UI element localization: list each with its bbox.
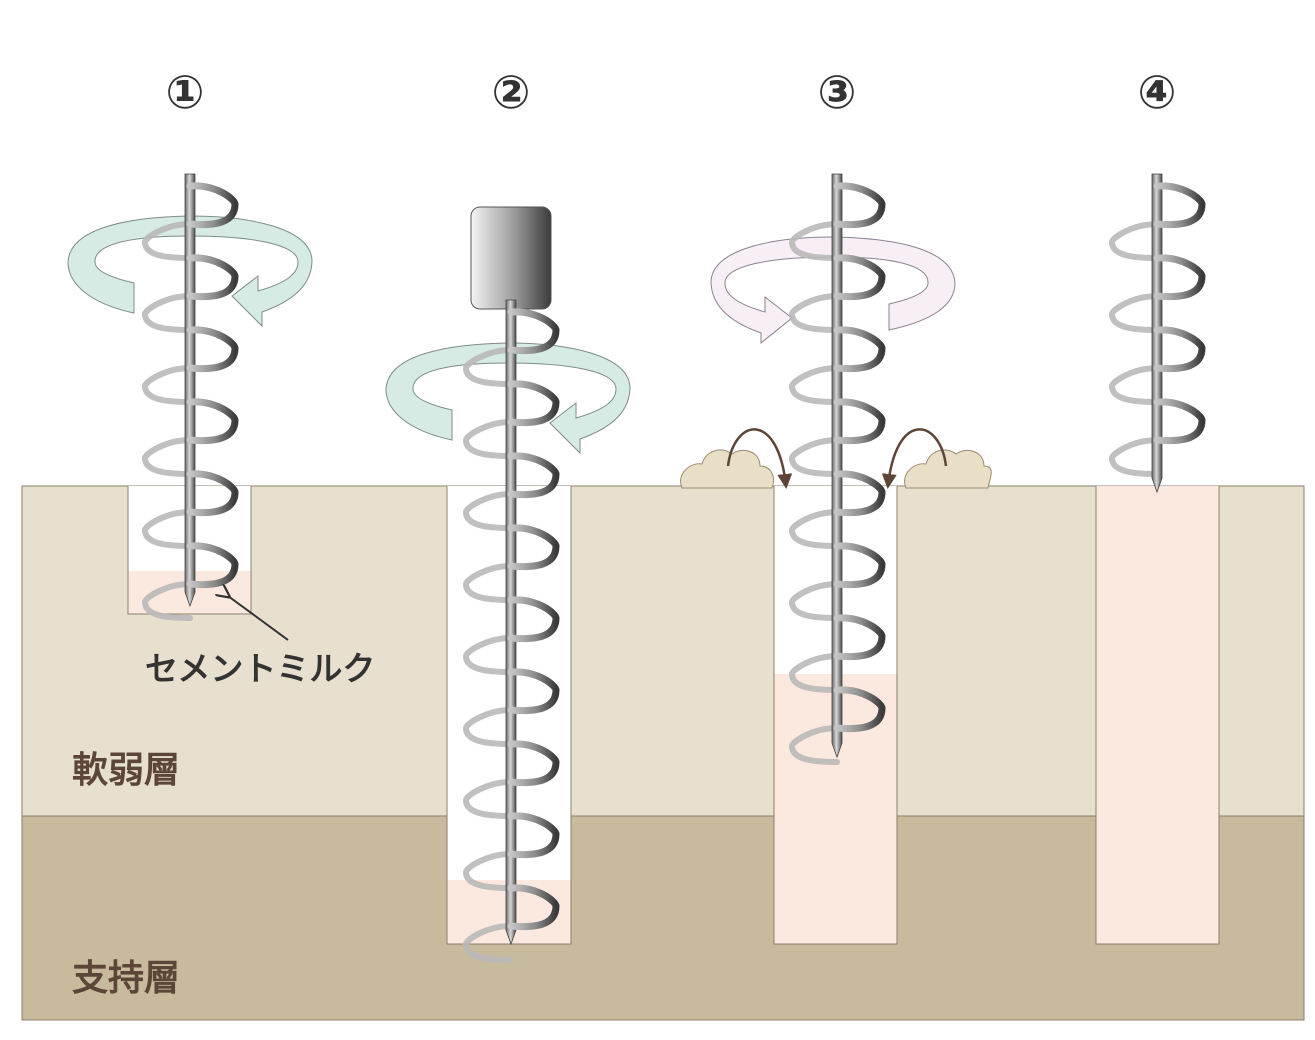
svg-text:①: ① (166, 65, 205, 119)
leader-arrow-icon (228, 596, 289, 641)
step-number-1: ① (166, 65, 205, 119)
bearing-layer (21, 815, 1305, 1021)
svg-text:②: ② (492, 65, 531, 119)
step-number-3: ③ (818, 65, 857, 119)
drive-motor-icon (470, 206, 552, 310)
auger-drill-icon (1108, 173, 1206, 494)
rotation-arrow-icon (67, 215, 313, 328)
svg-text:④: ④ (1138, 65, 1177, 119)
cement-milk-label: セメントミルク (145, 649, 375, 688)
soil-mound-icon (680, 449, 774, 489)
auger-drill-icon (462, 299, 560, 963)
auger-drill-icon (788, 173, 886, 765)
soft-layer-label: 軟弱層 (72, 750, 180, 791)
curved-arrow-icon (726, 428, 793, 489)
hole-step-4 (1095, 486, 1220, 945)
step-number-2: ② (492, 65, 531, 119)
auger-drill-icon (141, 173, 239, 621)
bearing-layer-label: 支持層 (72, 958, 180, 999)
rotation-arrow-icon (710, 236, 956, 345)
svg-text:③: ③ (818, 65, 857, 119)
cement-milk-column (1096, 486, 1219, 944)
soil-mound-icon (904, 449, 992, 489)
step-number-4: ④ (1138, 65, 1177, 119)
curved-arrow-icon (881, 428, 948, 489)
rotation-arrow-icon (385, 342, 631, 455)
